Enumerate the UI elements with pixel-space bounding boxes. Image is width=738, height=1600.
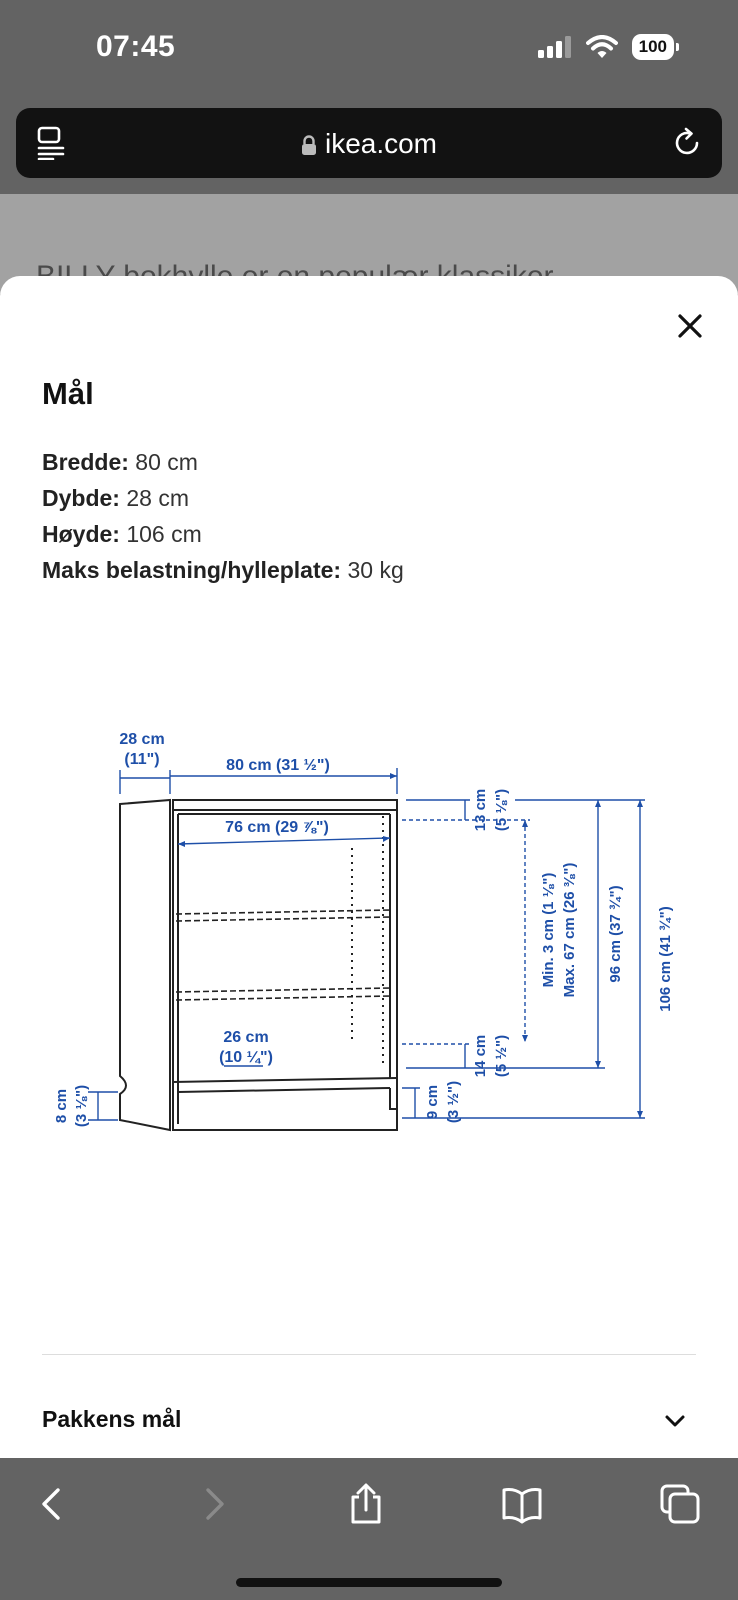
spec-depth: Dybde: 28 cm [42,480,404,516]
spec-max-load: Maks belastning/hylleplate: 30 kg [42,552,404,588]
dimension-drawing: 28 cm (11") 80 cm (31 ½") 76 cm (29 ⅞") … [53,731,674,1132]
close-icon[interactable] [670,306,710,346]
spec-value: 30 kg [347,557,404,583]
dim-base-cm: 9 cm [424,1085,441,1119]
status-time: 07:45 [96,30,176,63]
spec-width: Bredde: 80 cm [42,444,404,480]
spec-value: 80 cm [135,449,198,475]
dim-shelf-depth-in: (10 ¼") [219,1049,273,1066]
dim-plinth-cm: 8 cm [53,1089,70,1123]
status-icons: 100 [537,34,680,60]
spec-label: Dybde: [42,485,120,511]
browser-toolbar [0,1458,738,1600]
package-dimensions-label: Pakkens mål [42,1406,182,1432]
share-icon[interactable] [344,1482,388,1526]
back-icon[interactable] [32,1482,76,1526]
spec-label: Høyde: [42,521,120,547]
dim-shelf-depth-cm: 26 cm [223,1029,268,1046]
package-dimensions-accordion[interactable]: Pakkens mål [42,1406,696,1446]
shelf-pin-holes [351,816,384,1064]
dim-total-height: 106 cm (41 ¾") [657,906,674,1012]
dim-plinth-in: (3 ⅛") [73,1085,90,1127]
spec-label: Maks belastning/hylleplate: [42,557,342,583]
spec-label: Bredde: [42,449,129,475]
url-address[interactable]: ikea.com [16,128,722,160]
status-bar: 07:45 100 [0,0,738,100]
spec-value: 106 cm [126,521,202,547]
lock-icon [301,135,316,155]
dim-depth-in: (11") [124,751,159,768]
dim-shelf-range-max: Max. 67 cm (26 ⅜") [561,863,578,998]
bookcase-outline [119,798,398,1132]
dim-bottom-gap-cm: 14 cm [472,1035,489,1078]
dim-top-gap-cm: 13 cm [472,789,489,832]
dim-shelf-range-min: Min. 3 cm (1 ⅛") [540,873,557,988]
bookmarks-icon[interactable] [500,1482,544,1526]
spec-list: Bredde: 80 cm Dybde: 28 cm Høyde: 106 cm… [42,444,404,588]
dim-base-in: (3 ½") [445,1081,462,1123]
shelf-lines [175,909,391,1001]
spec-height: Høyde: 106 cm [42,516,404,552]
url-text: ikea.com [324,128,438,159]
reload-icon[interactable] [670,126,704,160]
forward-icon[interactable] [190,1482,234,1526]
home-indicator [236,1578,502,1587]
chevron-down-icon[interactable] [664,1414,686,1428]
dim-inner-height: 96 cm (37 ¾") [607,885,624,982]
wifi-icon [585,35,618,58]
dim-width: 80 cm (31 ½") [226,757,330,774]
spec-value: 28 cm [126,485,189,511]
dimension-arrowheads [178,773,643,1118]
dim-inner-width: 76 cm (29 ⅞") [225,819,329,836]
battery-icon: 100 [631,34,680,60]
url-bar[interactable]: ikea.com [16,108,722,178]
dimensions-sheet: Mål Bredde: 80 cm Dybde: 28 cm Høyde: 10… [0,276,738,1458]
reader-icon[interactable] [36,126,66,160]
dim-depth-cm: 28 cm [119,731,164,748]
dimension-lines [88,768,645,1121]
dim-top-gap-in: (5 ⅛") [493,789,510,831]
tabs-icon[interactable] [658,1482,702,1526]
dim-bottom-gap-in: (5 ½") [493,1035,510,1077]
section-divider [42,1354,696,1355]
sheet-title: Mål [42,376,94,411]
signal-icon [537,36,571,58]
